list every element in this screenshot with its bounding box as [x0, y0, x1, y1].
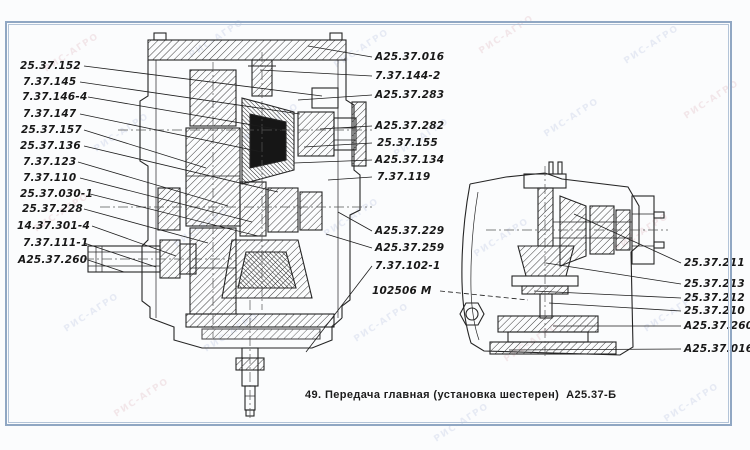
- part-label: 7.37.119: [377, 171, 431, 183]
- part-label: А25.37.283: [375, 89, 445, 101]
- part-label: 25.37.157: [21, 124, 82, 136]
- part-label: 14.37.301-4: [17, 220, 90, 232]
- plate-border-inner: [8, 24, 729, 423]
- part-label: А25.37.229: [375, 225, 445, 237]
- plate-border: [5, 21, 732, 426]
- part-label: 25.37.030-1: [20, 188, 93, 200]
- part-label: А25.37.260: [684, 320, 750, 332]
- part-label: 7.37.146-4: [22, 91, 88, 103]
- figure-caption: 49. Передача главная (установка шестерен…: [305, 389, 617, 401]
- part-label: 25.37.212: [684, 292, 745, 304]
- part-label: 25.37.213: [684, 278, 745, 290]
- part-label: А25.37.260: [18, 254, 88, 266]
- part-label: 102506 М: [372, 285, 432, 297]
- part-label: А25.37.282: [375, 120, 445, 132]
- part-label: А25.37.134: [375, 154, 445, 166]
- leader-lines: [77, 45, 682, 353]
- part-label: 7.37.145: [23, 76, 77, 88]
- part-label: 7.37.144-2: [375, 70, 441, 82]
- part-label: 25.37.228: [22, 203, 83, 215]
- part-label: А25.37.016: [684, 343, 750, 355]
- part-label: А25.37.259: [375, 242, 445, 254]
- part-label: 7.37.147: [23, 108, 77, 120]
- centerlines: [84, 52, 668, 420]
- part-label: 25.37.136: [20, 140, 81, 152]
- part-label: 25.37.152: [20, 60, 81, 72]
- part-label: 25.37.210: [684, 305, 745, 317]
- part-label: 7.37.102-1: [375, 260, 441, 272]
- part-label: 7.37.110: [23, 172, 77, 184]
- part-label: 7.37.111-1: [23, 237, 89, 249]
- part-label: 25.37.211: [684, 257, 745, 269]
- part-label: 7.37.123: [23, 156, 77, 168]
- part-label: 25.37.155: [377, 137, 438, 149]
- main-view: [87, 32, 367, 417]
- part-label: А25.37.016: [375, 51, 445, 63]
